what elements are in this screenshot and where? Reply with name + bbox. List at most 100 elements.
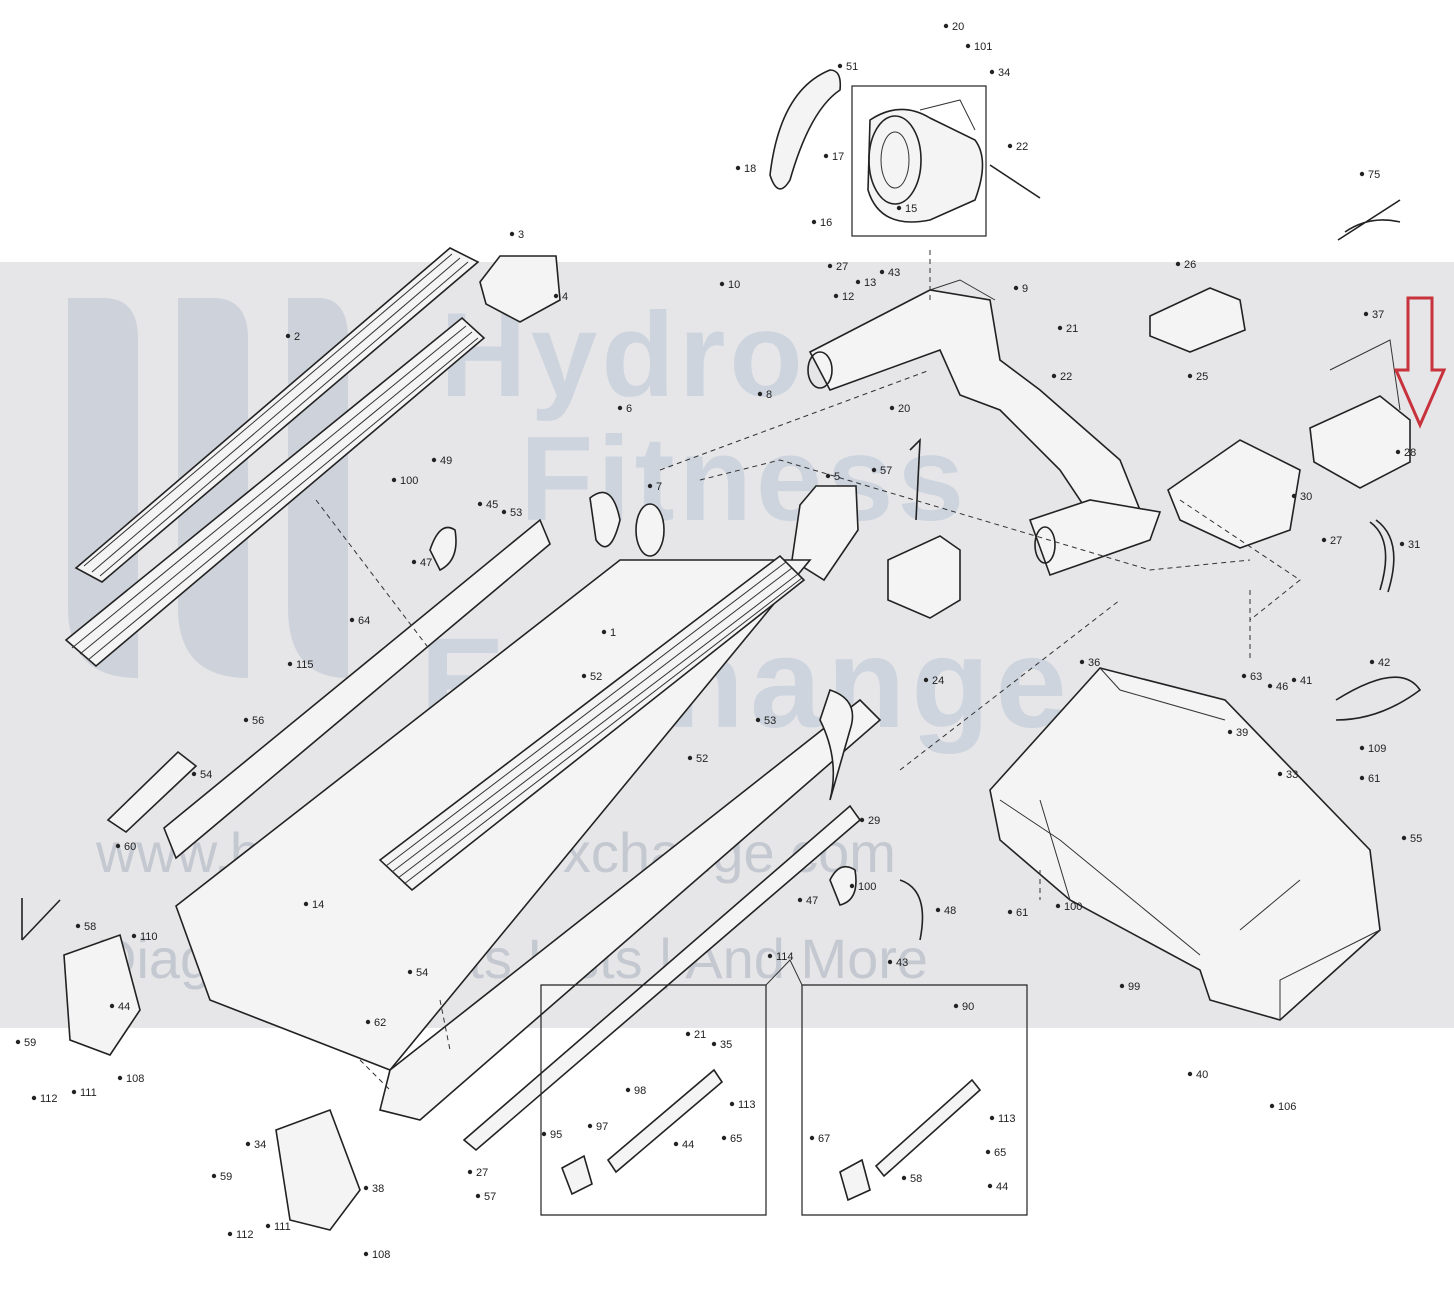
callout-c108b: 108 [372,1249,390,1261]
callout-c61b: 61 [1016,907,1028,919]
callout-dot-c15 [896,205,902,211]
callout-c43a: 43 [888,267,900,279]
callout-c97: 97 [596,1121,608,1133]
callout-c16: 16 [820,217,832,229]
callout-dot-c110 [131,933,137,939]
callout-c111b: 111 [274,1221,291,1233]
callout-c54a: 54 [200,769,212,781]
callout-c51: 51 [846,61,858,73]
callout-dot-c54a [191,771,197,777]
callout-c47a: 47 [420,557,432,569]
callout-c40: 40 [1196,1069,1208,1081]
leader-lines [315,250,1301,1091]
callout-c26: 26 [1184,259,1196,271]
callout-dot-c21 [1057,325,1063,331]
callout-dot-c10 [719,281,725,287]
callout-dot-c90 [953,1003,959,1009]
callout-dot-c22b [1051,373,1057,379]
callout-dot-c112a [31,1095,37,1101]
callout-dot-c106 [1269,1103,1275,1109]
controller-tray [1309,395,1411,489]
callout-c12: 12 [842,291,854,303]
callout-c34a: 34 [998,67,1010,79]
callout-c30: 30 [1300,491,1312,503]
callout-dot-c43a [879,269,885,275]
callout-dot-c57b [475,1193,481,1199]
callout-c111a: 111 [80,1087,97,1099]
callout-dot-c42 [1369,659,1375,665]
callout-dot-c29 [859,817,865,823]
callout-c65b: 65 [994,1147,1006,1159]
callout-dot-c9 [1013,285,1019,291]
motor-assembly [769,69,1041,237]
callout-dot-c65b [985,1149,991,1155]
callout-dot-c14 [303,901,309,907]
callout-dot-c44b [673,1141,679,1147]
callout-dot-c17 [823,153,829,159]
callout-dot-c54b [407,969,413,975]
callout-dot-c39 [1227,729,1233,735]
rear-endcap-right [275,1108,361,1231]
front-roller-detail [874,1078,982,1178]
callout-dot-c95 [541,1131,547,1137]
deck-frame [163,491,882,1152]
callout-dot-c61 [1359,775,1365,781]
callout-dot-c108a [117,1075,123,1081]
callout-c37: 37 [1372,309,1384,321]
drive-belt [769,69,842,190]
callout-dot-c2 [285,333,291,339]
callout-c55: 55 [1410,833,1422,845]
callout-dot-c27c [467,1169,473,1175]
callout-dot-c21b [685,1031,691,1037]
callout-c113a: 113 [738,1099,756,1111]
callout-dot-c24 [923,677,929,683]
callout-c45: 45 [486,499,498,511]
callout-c62: 62 [374,1017,386,1029]
callout-c17: 17 [832,151,844,163]
leveler-foot-right [829,865,857,906]
callout-c1: 1 [610,627,616,639]
callout-c100b: 100 [858,881,876,893]
watermark-logo-icon [68,298,348,678]
hood-part [479,255,561,323]
callout-dot-c6 [617,405,623,411]
callout-c31: 31 [1408,539,1420,551]
frame-uprights [807,279,1162,577]
indicator-arrow-icon [1393,296,1447,429]
mounting-plate [1167,439,1301,549]
callout-dot-c25 [1187,373,1193,379]
callout-c46: 46 [1276,681,1288,693]
callout-dot-c27b [1321,537,1327,543]
callout-dot-c4 [553,293,559,299]
callout-c44b: 44 [682,1139,694,1151]
callout-dot-c47a [411,559,417,565]
callout-dot-c12 [833,293,839,299]
callout-c4: 4 [562,291,568,303]
front-roller [635,503,665,557]
callout-dot-c51 [837,63,843,69]
callout-c9: 9 [1022,283,1028,295]
callout-dot-c60 [115,843,121,849]
callout-c53: 53 [510,507,522,519]
callout-dot-c63 [1241,673,1247,679]
cable-clip [1369,519,1395,593]
side-insert [106,750,198,834]
front-roller-pulley [589,491,621,548]
callout-c53b: 53 [764,715,776,727]
callout-c48: 48 [944,905,956,917]
callout-c2: 2 [294,331,300,343]
part-callouts: 2010134511817221615753421027121343926212… [15,21,1422,1261]
callout-c28: 28 [1404,447,1416,459]
callout-dot-c45 [477,501,483,507]
leveler-foot [429,526,457,572]
callout-c58: 58 [84,921,96,933]
callout-c29: 29 [868,815,880,827]
callout-dot-c111a [71,1089,77,1095]
callout-c10: 10 [728,279,740,291]
callout-dot-c33 [1277,771,1283,777]
callout-dot-c114 [767,953,773,959]
left-rails [64,247,486,668]
callout-dot-c109 [1359,745,1365,751]
callout-c25: 25 [1196,371,1208,383]
callout-c3: 3 [518,229,524,241]
